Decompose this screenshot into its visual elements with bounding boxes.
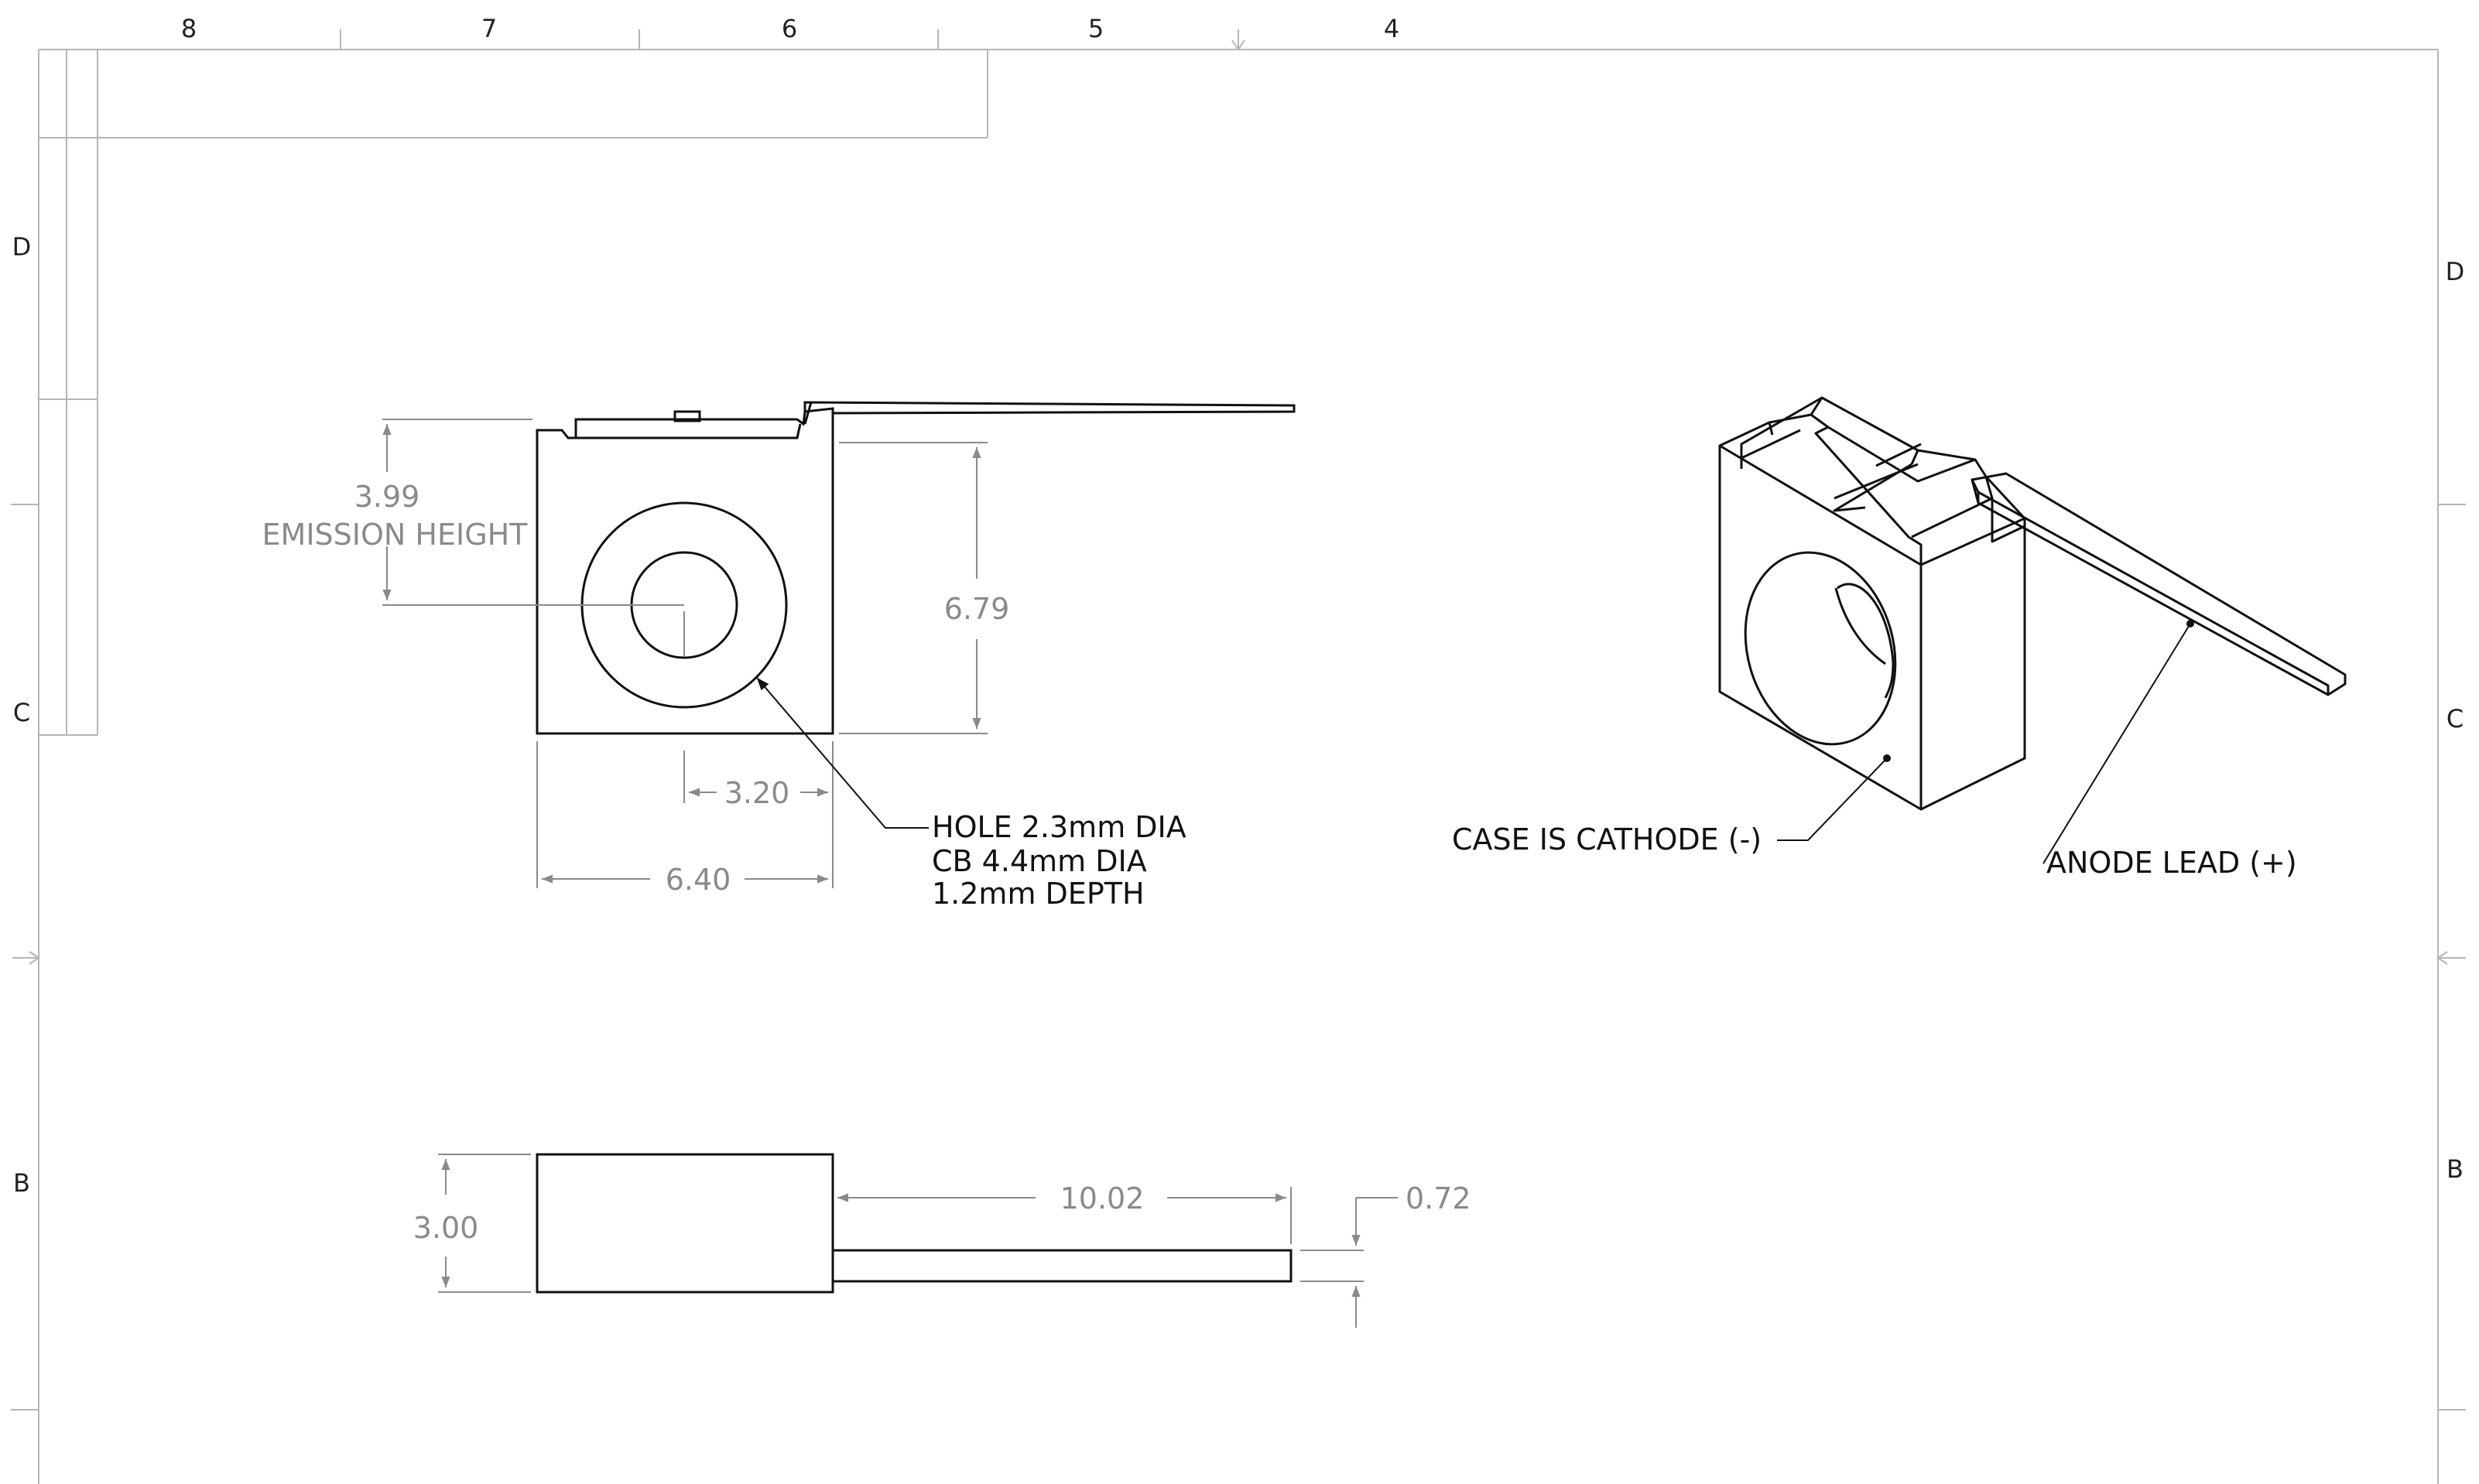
front-view-body-outline — [536, 401, 1296, 735]
center-dimension-value: 3.20 — [724, 776, 790, 810]
hole-note-line-1: HOLE 2.3mm DIA — [932, 810, 1186, 844]
width-dimension-value: 6.40 — [666, 863, 731, 897]
lead-thickness-dimension-value: 0.72 — [1406, 1181, 1471, 1216]
anode-note: ANODE LEAD (+) — [2046, 846, 2297, 880]
thickness-dimension — [438, 1154, 531, 1293]
iso-counterbore — [1744, 551, 1897, 746]
height-dimension-value: 6.79 — [944, 592, 1010, 626]
hole-note-line-3: 1.2mm DEPTH — [932, 877, 1145, 911]
row-labels-left: D C B — [12, 232, 32, 1198]
thickness-dimension-value: 3.00 — [413, 1211, 479, 1245]
emission-height-value: 3.99 — [354, 480, 420, 514]
column-labels: 8 7 6 5 4 — [181, 14, 1399, 43]
zone-center-arrows — [12, 31, 2466, 965]
hole-note-line-2: CB 4.4mm DIA — [932, 844, 1147, 878]
iso-through-hole — [1837, 583, 1895, 699]
anode-note-leader — [2042, 620, 2194, 864]
row-label-left-c: C — [13, 698, 30, 727]
row-label-left-b: B — [13, 1168, 30, 1198]
width-dimension — [536, 741, 828, 888]
lead-length-dimension-value: 10.02 — [1060, 1181, 1145, 1216]
row-label-right-c: C — [2446, 704, 2464, 733]
iso-anode-lead — [1971, 472, 2347, 696]
column-label-6: 6 — [782, 14, 797, 43]
emission-height-dimension — [382, 419, 684, 606]
column-label-4: 4 — [1384, 14, 1399, 43]
isometric-view — [1718, 396, 2347, 811]
height-dimension — [839, 442, 988, 734]
column-label-8: 8 — [181, 14, 197, 43]
row-label-right-d: D — [2446, 257, 2465, 286]
cathode-note-leader — [1777, 754, 1891, 841]
row-label-left-d: D — [12, 232, 32, 262]
front-view: 3.99 EMISSION HEIGHT 6.79 3.20 6.40 H — [262, 401, 1296, 911]
iso-right-face — [1920, 517, 2026, 811]
row-label-right-b: B — [2446, 1154, 2464, 1184]
lead-length-dimension — [837, 1187, 1292, 1244]
emission-height-label: EMISSION HEIGHT — [262, 518, 529, 552]
sheet-border — [11, 29, 2466, 1484]
side-view-outline — [536, 1153, 1293, 1294]
lead-thickness-dimension — [1300, 1197, 1398, 1328]
hole-note-leader — [756, 677, 929, 829]
side-view: 3.00 10.02 0.72 — [413, 1153, 1471, 1328]
cathode-note: CASE IS CATHODE (-) — [1452, 822, 1762, 857]
column-label-5: 5 — [1088, 14, 1104, 43]
column-label-7: 7 — [481, 14, 497, 43]
row-labels-right: D C B — [2446, 257, 2465, 1184]
